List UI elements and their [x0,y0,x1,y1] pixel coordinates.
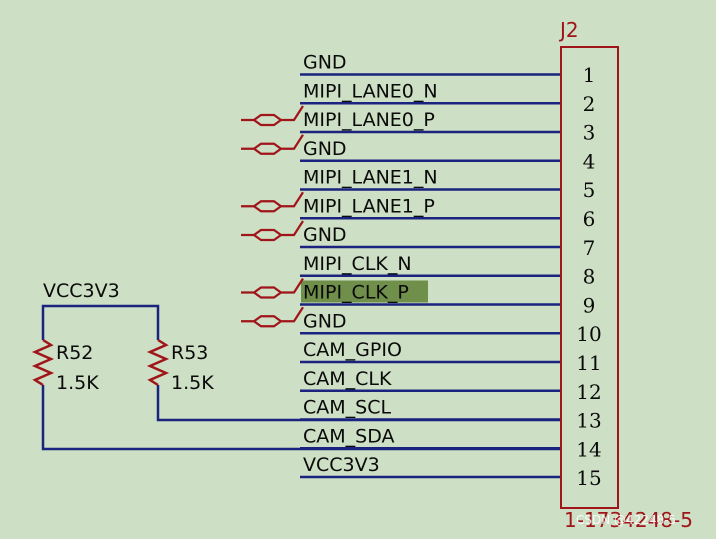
diff-pair-marker-icon [241,191,304,213]
connector-pin-number: 10 [576,322,601,346]
diff-pair-marker-icon [241,306,304,328]
connector-pin-number: 12 [576,380,601,404]
net-label: MIPI_CLK_N [303,253,412,275]
net-label: GND [303,224,347,246]
net-label: MIPI_LANE1_N [303,167,438,189]
connector-pin-number: 14 [576,437,601,461]
resistor-net-wire [41,385,561,451]
diff-pair-marker-icon [241,277,304,299]
highlight-layer [301,280,428,303]
net-highlight [301,280,428,303]
connector-pin-number: 2 [583,92,596,116]
net-label: MIPI_LANE0_N [303,80,438,102]
resistor-net-wire [156,385,561,422]
net-label: CAM_SCL [303,397,391,419]
connector-pin-number: 1 [583,63,596,87]
net-label: GND [303,52,347,74]
watermark: CSDN @42248-5 [576,513,676,527]
resistor-r52-value: 1.5K [56,372,99,394]
resistor-r52-symbol [31,338,55,387]
resistor-r53-value: 1.5K [171,372,214,394]
connector-pin-number: 7 [583,236,596,260]
connector-pin-number: 15 [576,466,601,490]
diff-pair-marker-icon [241,220,304,242]
connector-ref: J2 [558,18,579,42]
net-label-layer: GND MIPI_LANE0_N MIPI_LANE0_P GND MIPI_LANE1… [303,52,438,477]
power-label-vcc3v3: VCC3V3 [43,280,120,302]
connector-body [560,46,619,509]
diff-pair-marker-icon [241,105,304,127]
connector-pin-number: 8 [583,265,596,289]
diff-pair-marker-icon [241,134,304,155]
diff-pair-layer [241,105,304,328]
resistor-layer: R52 1.5K R53 1.5K [31,338,214,394]
net-label: MIPI_LANE1_P [303,195,435,217]
net-label: CAM_GPIO [303,339,402,361]
connector-pin-number: 13 [576,409,601,433]
net-label: GND [303,310,347,332]
resistor-net-wire [41,304,160,340]
connector-pin-number: 4 [583,149,596,173]
net-label: VCC3V3 [303,454,380,476]
resistor-r53-symbol [146,338,170,387]
net-label: MIPI_LANE0_P [303,109,435,131]
resistor-r53-ref: R53 [171,342,208,364]
net-label: GND [303,138,347,160]
connector-pin-number: 11 [576,351,601,375]
resistor-r52-ref: R52 [56,342,93,364]
net-label: CAM_CLK [303,368,392,390]
connector-pin-number: 5 [583,178,596,202]
connector-pin-number: 9 [583,293,596,317]
net-label: MIPI_CLK_P [303,282,409,304]
connector-part-number: 1-1734248-5 [564,508,693,532]
wire-layer [41,73,561,479]
net-label: CAM_SDA [303,425,395,447]
connector-pin-number: 3 [583,121,596,145]
connector-pin-number: 6 [583,207,596,231]
